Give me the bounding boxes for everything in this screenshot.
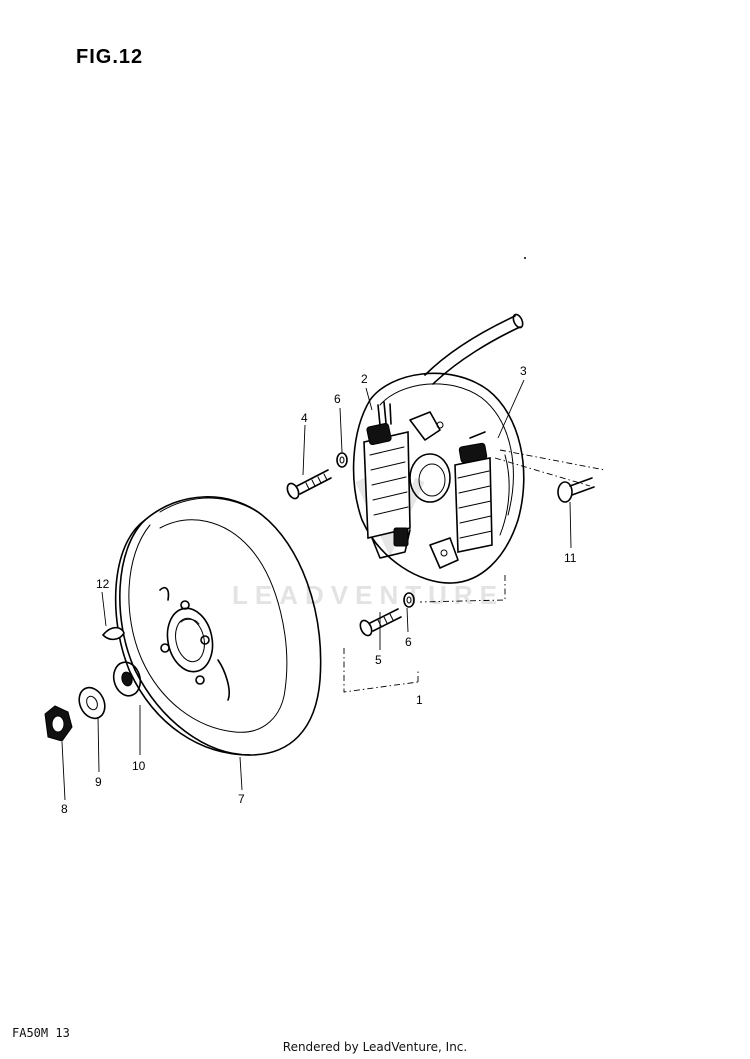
pulser-coil (454, 431, 493, 553)
screw-4 (286, 469, 332, 500)
callout-labels: 1 2 3 4 5 6 6 7 8 9 10 11 12 (61, 364, 577, 816)
callout-2: 2 (361, 372, 368, 386)
callout-4: 4 (301, 411, 308, 425)
lock-washer-9 (78, 686, 106, 720)
callout-5: 5 (375, 653, 382, 667)
lock-washer-6b (403, 592, 415, 608)
stator-wire (424, 257, 526, 385)
figure-title: FIG.12 (76, 46, 144, 68)
stator-plate (352, 372, 525, 584)
charging-coil (363, 401, 411, 559)
callout-10: 10 (132, 759, 146, 773)
callout-6-lower: 6 (405, 635, 412, 649)
nut-8 (44, 705, 73, 742)
callout-6-upper: 6 (334, 392, 341, 406)
footer-credit: Rendered by LeadVenture, Inc. (282, 1040, 468, 1054)
lock-washer-6a (336, 452, 348, 468)
screw-11 (557, 477, 595, 503)
callout-1: 1 (416, 693, 423, 707)
plain-washer-10 (112, 661, 142, 697)
callout-8: 8 (61, 802, 68, 816)
watermark-text: LEADVENTURE (232, 580, 504, 610)
screw-5 (359, 608, 402, 637)
callout-9: 9 (95, 775, 102, 789)
callout-7: 7 (238, 792, 245, 806)
flywheel-rotor (114, 496, 322, 756)
callout-11: 11 (564, 551, 577, 565)
drawing-code: FA50M 13 (12, 1026, 70, 1040)
callout-12: 12 (96, 577, 110, 591)
leader-lines (61, 379, 606, 801)
woodruff-key-12 (101, 626, 125, 641)
callout-3: 3 (520, 364, 527, 378)
